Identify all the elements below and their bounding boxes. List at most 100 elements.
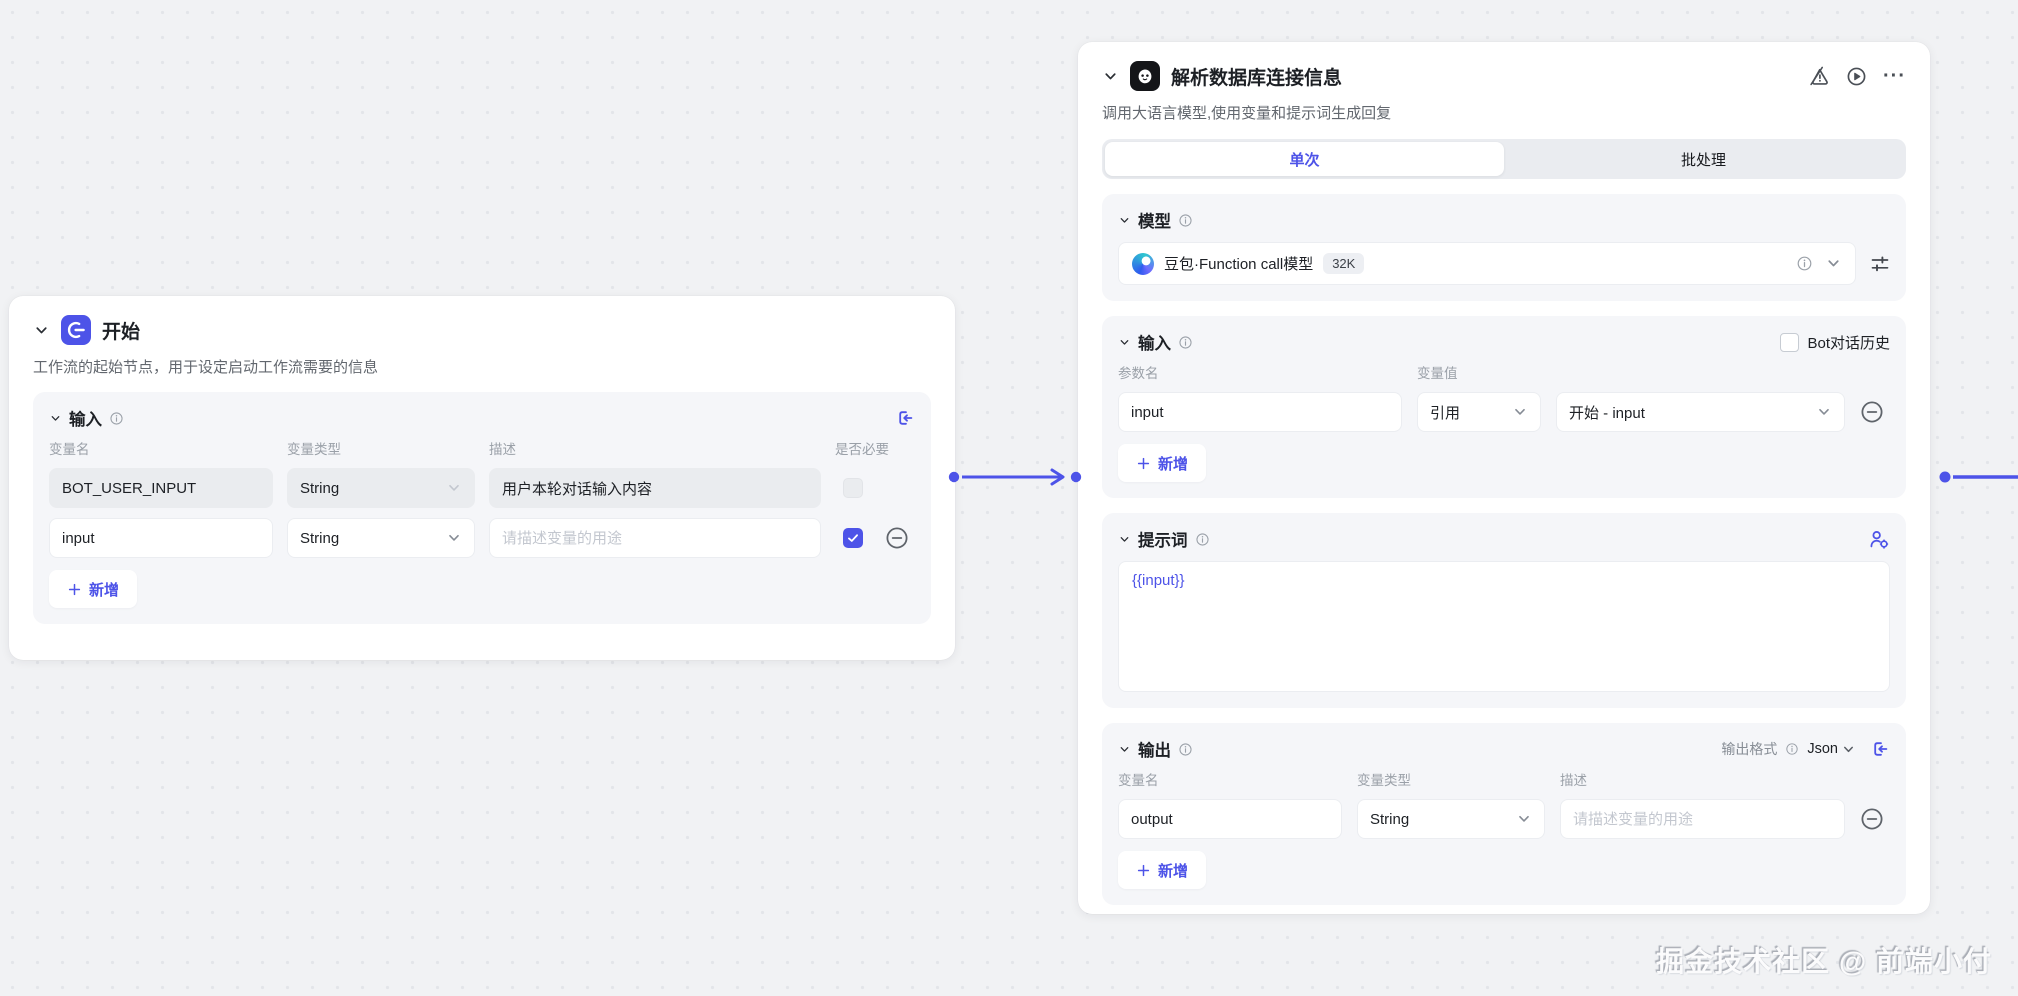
edge-start-to-llm[interactable] bbox=[948, 463, 1084, 491]
output-section-title: 输出 bbox=[1138, 742, 1171, 760]
llm-node-title: 解析数据库连接信息 bbox=[1171, 67, 1343, 89]
bot-history-label: Bot对话历史 bbox=[1807, 334, 1890, 352]
value-source-select[interactable]: 引用 bbox=[1417, 392, 1541, 432]
variable-type-select: String bbox=[287, 468, 475, 508]
chevron-down-icon bbox=[1512, 404, 1528, 420]
llm-node-header: 解析数据库连接信息 ··· bbox=[1078, 42, 1930, 91]
more-menu-icon[interactable]: ··· bbox=[1883, 65, 1906, 87]
prompt-section-title: 提示词 bbox=[1138, 532, 1188, 550]
add-variable-button[interactable]: 新增 bbox=[49, 570, 138, 608]
model-section-title: 模型 bbox=[1138, 213, 1171, 231]
llm-node-description: 调用大语言模型,使用变量和提示词生成回复 bbox=[1102, 105, 1392, 122]
model-panel: 模型 豆包·Function call模型 32K bbox=[1102, 194, 1906, 301]
plus-icon bbox=[1136, 863, 1151, 878]
check-icon bbox=[846, 531, 860, 545]
chevron-down-icon bbox=[1825, 255, 1842, 272]
info-icon[interactable] bbox=[1178, 335, 1193, 350]
column-label-type: 变量类型 bbox=[287, 442, 341, 457]
llm-node-card: 解析数据库连接信息 ··· 调用大语言模型,使用变量和提示词生成回复 单次 批处… bbox=[1078, 42, 1930, 914]
variable-desc-field bbox=[489, 468, 821, 508]
add-output-button[interactable]: 新增 bbox=[1118, 851, 1207, 889]
edge-llm-out[interactable] bbox=[1938, 463, 2018, 491]
start-node-title: 开始 bbox=[102, 321, 141, 343]
tab-batch[interactable]: 批处理 bbox=[1680, 151, 1726, 169]
table-row: 引用 开始 - input bbox=[1118, 392, 1890, 432]
output-name-field[interactable] bbox=[1118, 799, 1342, 839]
section-chevron-icon[interactable] bbox=[49, 412, 62, 425]
table-row: String bbox=[49, 468, 915, 508]
test-run-icon[interactable] bbox=[1809, 66, 1830, 87]
chevron-down-icon bbox=[1816, 404, 1832, 420]
info-icon[interactable] bbox=[1178, 213, 1193, 228]
plus-icon bbox=[67, 582, 82, 597]
variable-name-field bbox=[49, 468, 273, 508]
column-label-desc: 描述 bbox=[489, 442, 516, 457]
model-select[interactable]: 豆包·Function call模型 32K bbox=[1118, 242, 1856, 285]
output-format-label: 输出格式 bbox=[1721, 741, 1778, 757]
output-format-select[interactable]: Json bbox=[1807, 741, 1856, 757]
info-icon[interactable] bbox=[1178, 742, 1193, 757]
start-node-card: 开始 工作流的起始节点，用于设定启动工作流需要的信息 输入 变量名 变量类型 描… bbox=[9, 296, 955, 660]
info-icon[interactable] bbox=[1796, 255, 1813, 272]
table-row: String bbox=[1118, 799, 1890, 839]
section-chevron-icon[interactable] bbox=[1118, 743, 1131, 756]
bot-history-checkbox[interactable] bbox=[1780, 332, 1800, 352]
table-row: String bbox=[49, 518, 915, 558]
info-icon[interactable] bbox=[109, 411, 124, 426]
llm-input-section-title: 输入 bbox=[1138, 335, 1171, 353]
start-node-header: 开始 bbox=[9, 296, 955, 345]
variable-type-select[interactable]: String bbox=[287, 518, 475, 558]
column-label-required: 是否必要 bbox=[835, 442, 889, 457]
output-desc-field[interactable] bbox=[1560, 799, 1845, 839]
info-icon[interactable] bbox=[1785, 742, 1799, 756]
param-name-field[interactable] bbox=[1118, 392, 1402, 432]
llm-input-panel: 输入 Bot对话历史 参数名 变量值 引用 开始 - input bbox=[1102, 316, 1906, 498]
value-reference-select[interactable]: 开始 - input bbox=[1556, 392, 1845, 432]
chevron-down-icon bbox=[446, 480, 462, 496]
variable-name-field[interactable] bbox=[49, 518, 273, 558]
prompt-panel: 提示词 {{input}} bbox=[1102, 513, 1906, 708]
chevron-down-icon bbox=[1841, 742, 1856, 757]
collapse-chevron-icon[interactable] bbox=[33, 322, 50, 339]
section-chevron-icon[interactable] bbox=[1118, 336, 1131, 349]
column-label-desc: 描述 bbox=[1560, 773, 1587, 788]
prompt-editor[interactable]: {{input}} bbox=[1118, 561, 1890, 692]
watermark-text: 掘金技术社区 @ 前端小付 bbox=[1656, 946, 1992, 977]
remove-row-button[interactable] bbox=[885, 526, 909, 550]
llm-node-icon bbox=[1130, 61, 1160, 91]
output-panel: 输出 输出格式 Json 变量名 变量类型 描述 String bbox=[1102, 723, 1906, 905]
start-input-section-title: 输入 bbox=[69, 411, 102, 429]
column-label-param: 参数名 bbox=[1118, 366, 1159, 381]
remove-row-button[interactable] bbox=[1860, 807, 1884, 831]
chevron-down-icon bbox=[1516, 811, 1532, 827]
section-chevron-icon[interactable] bbox=[1118, 214, 1131, 227]
column-label-type: 变量类型 bbox=[1357, 773, 1411, 788]
start-input-panel: 输入 变量名 变量类型 描述 是否必要 String bbox=[33, 392, 931, 624]
context-size-badge: 32K bbox=[1323, 253, 1365, 274]
run-node-icon[interactable] bbox=[1846, 66, 1867, 87]
section-chevron-icon[interactable] bbox=[1118, 533, 1131, 546]
plus-icon bbox=[1136, 456, 1151, 471]
run-mode-tabs: 单次 批处理 bbox=[1102, 139, 1906, 179]
remove-row-button[interactable] bbox=[1860, 400, 1884, 424]
column-label-name: 变量名 bbox=[49, 442, 90, 457]
prompt-optimize-icon[interactable] bbox=[1869, 529, 1890, 550]
tab-single[interactable]: 单次 bbox=[1105, 142, 1504, 176]
info-icon[interactable] bbox=[1195, 532, 1210, 547]
model-settings-icon[interactable] bbox=[1870, 254, 1890, 274]
column-label-value: 变量值 bbox=[1417, 366, 1458, 381]
variable-desc-field[interactable] bbox=[489, 518, 821, 558]
doubao-logo-icon bbox=[1132, 252, 1154, 275]
required-checkbox bbox=[843, 478, 863, 498]
start-node-description: 工作流的起始节点，用于设定启动工作流需要的信息 bbox=[33, 359, 379, 376]
start-node-icon bbox=[61, 315, 91, 345]
add-param-button[interactable]: 新增 bbox=[1118, 444, 1207, 482]
collapse-chevron-icon[interactable] bbox=[1102, 68, 1119, 85]
import-params-icon[interactable] bbox=[895, 408, 915, 428]
column-label-name: 变量名 bbox=[1118, 773, 1159, 788]
required-checkbox[interactable] bbox=[843, 528, 863, 548]
output-type-select[interactable]: String bbox=[1357, 799, 1545, 839]
import-output-icon[interactable] bbox=[1870, 739, 1890, 759]
chevron-down-icon bbox=[446, 530, 462, 546]
model-name: 豆包·Function call模型 bbox=[1164, 256, 1314, 273]
